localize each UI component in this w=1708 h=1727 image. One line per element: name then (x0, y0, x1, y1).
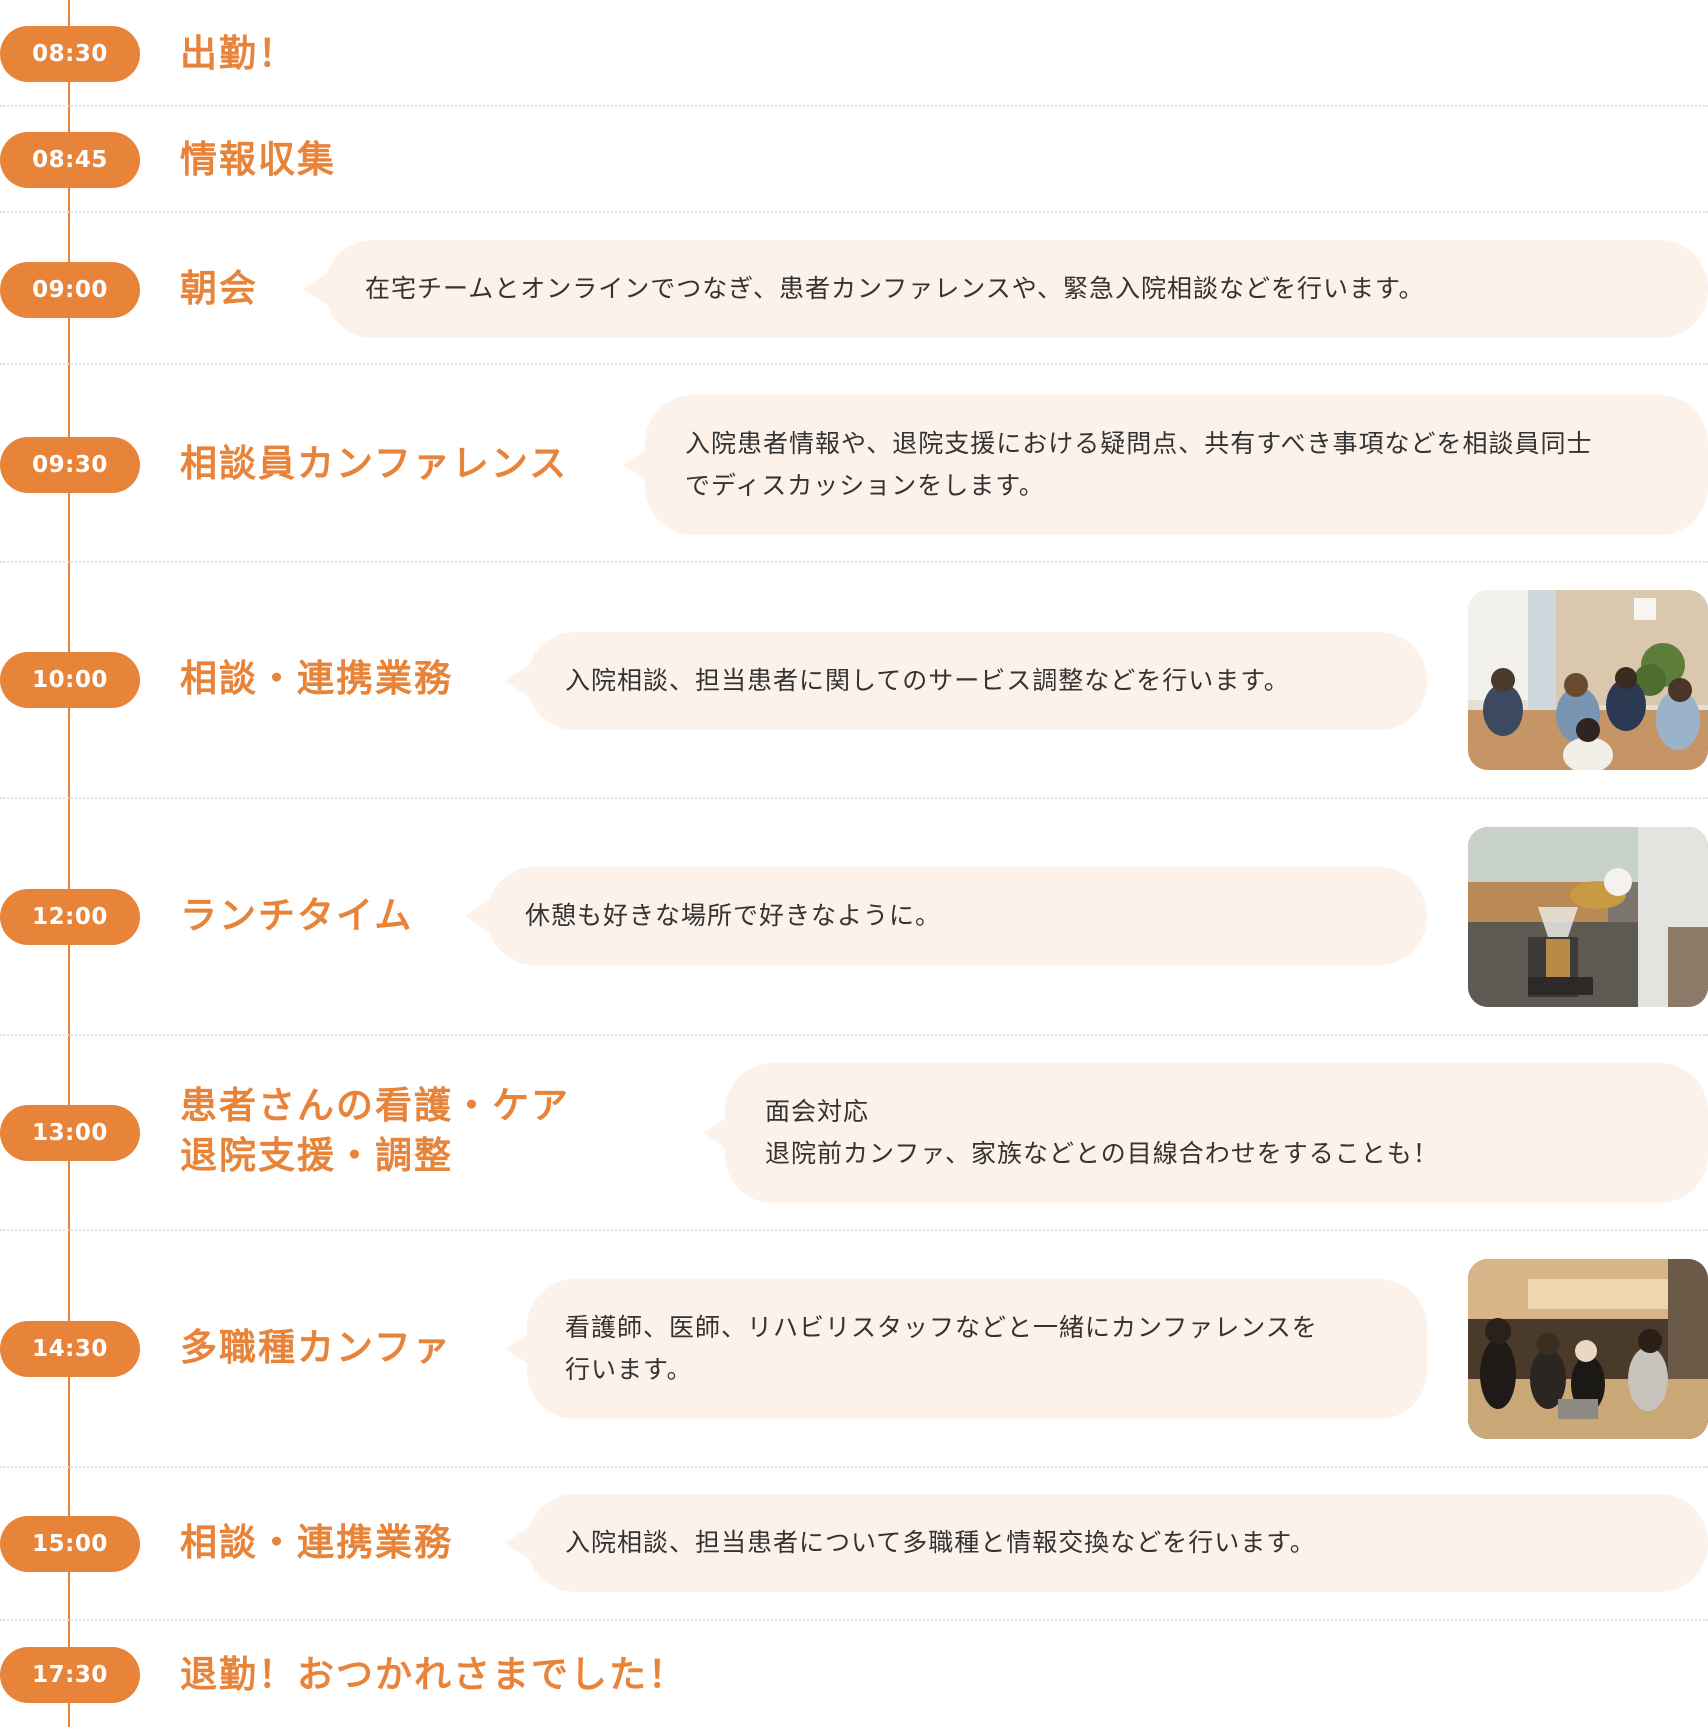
schedule-item: 17:30 退勤！おつかれさまでした！ (0, 1647, 1708, 1703)
time-badge: 17:30 (0, 1647, 140, 1703)
divider (0, 797, 1708, 799)
description-line: 入院患者情報や、退院支援における疑問点、共有すべき事項などを相談員同士 (685, 429, 1593, 458)
time-badge: 13:00 (0, 1105, 140, 1161)
description-line: でディスカッションをします。 (685, 471, 1045, 500)
timeline-line (68, 0, 70, 1727)
description-line: 入院相談、担当患者に関してのサービス調整などを行います。 (565, 666, 1290, 695)
divider (0, 1229, 1708, 1231)
item-title: 相談・連携業務 (180, 657, 453, 700)
divider (0, 1619, 1708, 1621)
description-bubble: 入院相談、担当患者について多職種と情報交換などを行います。 (505, 1494, 1708, 1592)
item-title: 情報収集 (180, 138, 336, 181)
item-title: 朝会 (180, 267, 258, 310)
schedule-item: 14:30 多職種カンファ 看護師、医師、リハビリスタッフなどと一緒にカンファレ… (0, 1259, 1708, 1439)
description-bubble: 看護師、医師、リハビリスタッフなどと一緒にカンファレンスを 行います。 (505, 1279, 1427, 1419)
description-line: 在宅チームとオンラインでつなぎ、患者カンファレンスや、緊急入院相談などを行います… (365, 274, 1425, 303)
time-badge: 09:00 (0, 262, 140, 318)
divider (0, 105, 1708, 107)
description-bubble: 面会対応 退院前カンファ、家族などとの目線合わせをすることも！ (703, 1063, 1708, 1203)
schedule-item: 10:00 相談・連携業務 入院相談、担当患者に関してのサービス調整などを行いま… (0, 590, 1708, 770)
item-title: 多職種カンファ (180, 1326, 452, 1369)
divider (0, 1466, 1708, 1468)
item-title: 出勤！ (180, 32, 297, 75)
time-badge: 15:00 (0, 1516, 140, 1572)
divider (0, 1034, 1708, 1036)
description-line: 看護師、医師、リハビリスタッフなどと一緒にカンファレンスを (565, 1313, 1318, 1342)
meeting-photo (1468, 590, 1708, 770)
time-badge: 09:30 (0, 437, 140, 493)
description-bubble: 入院相談、担当患者に関してのサービス調整などを行います。 (505, 632, 1427, 730)
description-line: 行います。 (565, 1355, 693, 1384)
time-badge: 10:00 (0, 652, 140, 708)
item-title: 患者さんの看護・ケア 退院支援・調整 (180, 1084, 570, 1177)
divider (0, 561, 1708, 563)
coffee-photo (1468, 827, 1708, 1007)
time-badge: 08:30 (0, 26, 140, 82)
item-title: 相談・連携業務 (180, 1521, 453, 1564)
schedule-item: 15:00 相談・連携業務 入院相談、担当患者について多職種と情報交換などを行い… (0, 1494, 1708, 1592)
schedule-item: 09:30 相談員カンファレンス 入院患者情報や、退院支援における疑問点、共有す… (0, 395, 1708, 535)
description-line: 退院前カンファ、家族などとの目線合わせをすることも！ (765, 1139, 1439, 1168)
item-title: 相談員カンファレンス (180, 442, 569, 485)
description-bubble: 休憩も好きな場所で好きなように。 (465, 867, 1427, 965)
conference-photo (1468, 1259, 1708, 1439)
item-title: ランチタイム (180, 894, 414, 937)
description-line: 面会対応 (765, 1097, 870, 1126)
divider (0, 211, 1708, 213)
time-badge: 08:45 (0, 132, 140, 188)
time-badge: 14:30 (0, 1321, 140, 1377)
schedule-item: 08:45 情報収集 (0, 132, 1708, 188)
schedule-item: 12:00 ランチタイム 休憩も好きな場所で好きなように。 (0, 827, 1708, 1007)
item-title: 退勤！おつかれさまでした！ (180, 1653, 687, 1696)
schedule-item: 08:30 出勤！ (0, 26, 1708, 82)
schedule-item: 09:00 朝会 在宅チームとオンラインでつなぎ、患者カンファレンスや、緊急入院… (0, 240, 1708, 338)
schedule-item: 13:00 患者さんの看護・ケア 退院支援・調整 面会対応 退院前カンファ、家族… (0, 1063, 1708, 1203)
description-line: 休憩も好きな場所で好きなように。 (525, 901, 942, 930)
description-bubble: 在宅チームとオンラインでつなぎ、患者カンファレンスや、緊急入院相談などを行います… (303, 240, 1708, 338)
time-badge: 12:00 (0, 889, 140, 945)
description-bubble: 入院患者情報や、退院支援における疑問点、共有すべき事項などを相談員同士 でディス… (623, 395, 1708, 535)
description-line: 入院相談、担当患者について多職種と情報交換などを行います。 (565, 1528, 1316, 1557)
divider (0, 363, 1708, 365)
